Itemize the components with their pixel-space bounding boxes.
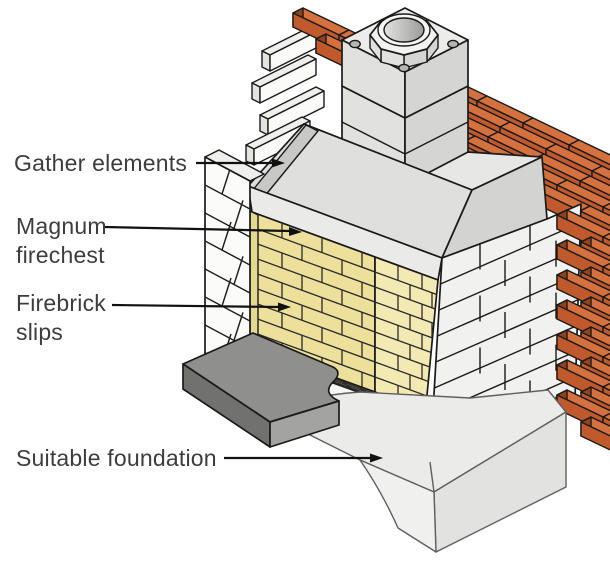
- chimney-side-blocks: [245, 22, 327, 166]
- cap-bolts: [349, 39, 459, 73]
- label-suitable-foundation: Suitable foundation: [16, 445, 217, 471]
- label-firebrick-slips-line1: Firebrick: [16, 290, 106, 316]
- leader-arrows: [103, 158, 383, 463]
- label-firebrick-slips: Firebrick slips: [16, 289, 106, 347]
- gather-hood: [247, 123, 548, 281]
- arrow-magnum-firechest: [103, 225, 302, 236]
- label-magnum-firechest: Magnum firechest: [16, 212, 107, 270]
- arrow-firebrick-slips: [111, 302, 291, 312]
- label-magnum-firechest-line2: firechest: [16, 242, 105, 268]
- arrow-gather-elements: [196, 158, 285, 168]
- arrow-suitable-foundation: [224, 453, 383, 463]
- label-gather-elements: Gather elements: [14, 150, 188, 176]
- brick-wall-toothing: [556, 209, 610, 451]
- label-firebrick-slips-line2: slips: [16, 319, 64, 345]
- firebrick-slips-edge: [249, 210, 259, 353]
- flue-outlet: [383, 17, 425, 43]
- hearth-slab: [182, 332, 340, 448]
- chimney-cap: [341, 7, 469, 119]
- flue-collar: [369, 13, 439, 69]
- label-magnum-firechest-line1: Magnum: [16, 213, 107, 239]
